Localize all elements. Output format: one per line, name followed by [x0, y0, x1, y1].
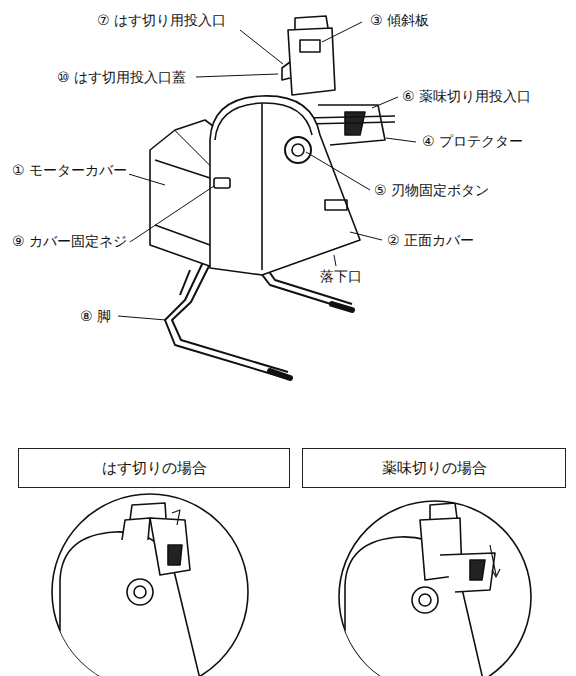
caption-box: はす切りの場合	[18, 448, 290, 488]
callout-label: ⑦ はす切り用投入口	[95, 12, 228, 29]
caption-text: はす切りの場合	[102, 459, 207, 478]
callout-label: ① モーターカバー	[10, 162, 129, 179]
callout-label: ② 正面カバー	[385, 232, 476, 249]
callout-label: ④ プロテクター	[420, 133, 525, 150]
part-label: 落下口	[318, 268, 364, 285]
detail-yakumi	[339, 501, 531, 676]
caption-text: 薬味切りの場合	[382, 459, 487, 478]
callout-label: ⑥ 薬味切り用投入口	[400, 88, 533, 105]
callout-label: ③ 傾斜板	[368, 12, 431, 29]
leader-lines	[118, 22, 416, 320]
callout-label: ⑤ 刃物固定ボタン	[372, 182, 491, 199]
callout-label: ⑧ 脚	[78, 308, 113, 325]
callout-label: ⑩ はす切用投入口蓋	[55, 69, 188, 86]
callout-label: ⑨ カバー固定ネジ	[10, 233, 129, 250]
tilt-plate	[282, 16, 335, 95]
front-cover	[210, 96, 360, 275]
detail-lasu	[52, 494, 248, 676]
caption-box: 薬味切りの場合	[302, 448, 566, 488]
